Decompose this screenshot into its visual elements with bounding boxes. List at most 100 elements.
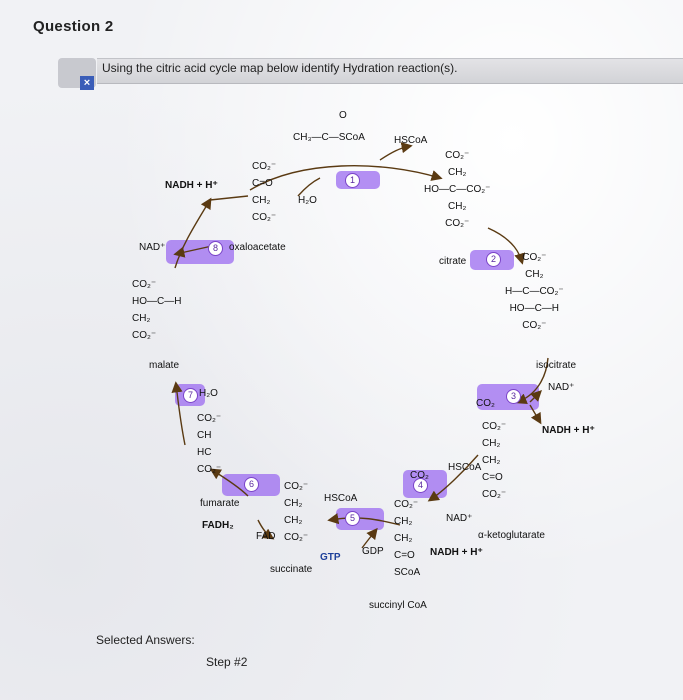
step-1-badge: 1: [345, 173, 360, 188]
step-5-badge: 5: [345, 511, 360, 526]
malate-line: CO₂⁻: [132, 330, 157, 341]
oxaloacetate-line: CH₂: [252, 195, 271, 206]
succinyl-line: CO₂⁻: [394, 499, 419, 510]
fumarate-label: fumarate: [200, 498, 240, 509]
step-6-badge: 6: [244, 477, 259, 492]
fumarate-line: CH: [197, 430, 212, 441]
isocitrate-line: CO₂⁻: [522, 252, 547, 263]
step-8-badge: 8: [208, 241, 223, 256]
question-prompt-bar: [97, 58, 683, 84]
citrate-structure: CO₂⁻ CH₂ HO—C—CO₂⁻ CH₂ CO₂⁻: [424, 147, 490, 232]
gtp: GTP: [320, 552, 341, 563]
succinate-line: CO₂⁻: [284, 481, 309, 492]
arrow-step-4: [427, 454, 479, 502]
succinate-line: CH₂: [284, 515, 303, 526]
isocitrate-line: CO₂⁻: [522, 320, 547, 331]
selected-answer-value: Step #2: [206, 655, 248, 669]
arrow-step-1: [249, 165, 443, 191]
succinyl-line: C=O: [394, 550, 415, 561]
akg-label: α-ketoglutarate: [478, 530, 545, 541]
fumarate-line: CO₂⁻: [197, 464, 222, 475]
arrow-step-2: [487, 227, 526, 265]
step-3-badge: 3: [506, 389, 521, 404]
oxaloacetate-line: CO₂⁻: [252, 212, 277, 223]
nad-step-3: NAD⁺: [548, 382, 575, 393]
akg-line: C=O: [482, 472, 503, 483]
nad-step-8: NAD⁺: [139, 242, 166, 253]
malate-label: malate: [149, 360, 180, 371]
arrow-step-3b: [529, 390, 542, 403]
co2-step-3: CO₂: [476, 398, 495, 409]
akg-structure: CO₂⁻ CH₂ CH₂ C=O CO₂⁻: [482, 418, 506, 503]
nadh-step-8: NADH + H⁺: [165, 180, 218, 191]
akg-line: CO₂⁻: [482, 421, 507, 432]
step-4-badge: 4: [413, 478, 428, 493]
arrow-step-3a: [515, 357, 549, 404]
selected-answers-label: Selected Answers:: [96, 633, 195, 647]
isocitrate-structure: CO₂⁻ CH₂ H—C—CO₂⁻ HO—C—H CO₂⁻: [505, 249, 564, 334]
isocitrate-label: isocitrate: [536, 360, 577, 371]
close-icon[interactable]: ×: [80, 76, 94, 90]
citrate-line: CO₂⁻: [445, 150, 470, 161]
succinate-label: succinate: [270, 564, 313, 575]
arrow-step-8-tail: [209, 195, 249, 201]
citrate-line: CO₂⁻: [445, 218, 470, 229]
arrow-gtp: [361, 527, 378, 549]
arrow-step-5: [327, 513, 401, 526]
fumarate-structure: CO₂⁻ CH HC CO₂⁻: [197, 410, 221, 478]
arrow-h2o-in: [297, 177, 321, 197]
arrow-hscoa-out: [379, 142, 413, 161]
succinyl-line: SCoA: [394, 567, 421, 578]
citrate-line: HO—C—CO₂⁻: [424, 184, 491, 195]
isocitrate-line: H—C—CO₂⁻: [505, 286, 564, 297]
nadh-step-3: NADH + H⁺: [542, 425, 595, 436]
malate-line: HO—C—H: [132, 296, 182, 307]
hscoa-step-5: HSCoA: [324, 493, 358, 504]
nadh-step-4: NADH + H⁺: [430, 547, 483, 558]
malate-structure: CO₂⁻ HO—C—H CH₂ CO₂⁻: [132, 276, 181, 344]
h2o-step-7: H₂O: [199, 388, 218, 399]
oxaloacetate-line: C=O: [252, 178, 273, 189]
citrate-line: CH₂: [448, 167, 467, 178]
arrow-fad: [257, 519, 275, 540]
succinate-line: CH₂: [284, 498, 303, 509]
acetyl-coa: CH₃—C—SCoA: [293, 132, 365, 143]
hscoa-step-1: HSCoA: [394, 135, 428, 146]
akg-line: CO₂⁻: [482, 489, 507, 500]
arrow-step-3c: [529, 404, 542, 425]
citrate-label: citrate: [439, 256, 467, 267]
co2-step-4: CO₂: [410, 470, 429, 481]
succinyl-line: CH₂: [394, 533, 413, 544]
gdp: GDP: [362, 546, 384, 557]
succinyl-coa-label: succinyl CoA: [369, 600, 427, 611]
akg-line: CH₂: [482, 455, 501, 466]
succinyl-line: CH₂: [394, 516, 413, 527]
isocitrate-line: HO—C—H: [509, 303, 560, 314]
step-7-badge: 7: [183, 388, 198, 403]
h2o-step-1: H₂O: [298, 195, 317, 206]
fad: FAD: [256, 531, 276, 542]
citrate-line: CH₂: [448, 201, 467, 212]
malate-line: CO₂⁻: [132, 279, 157, 290]
oxaloacetate-line: CO₂⁻: [252, 161, 277, 172]
acetyl-carbonyl-o: O: [339, 110, 347, 121]
oxaloacetate-label: oxaloacetate: [229, 242, 286, 253]
succinyl-coa-structure: CO₂⁻ CH₂ CH₂ C=O SCoA: [394, 496, 420, 581]
succinate-structure: CO₂⁻ CH₂ CH₂ CO₂⁻: [284, 478, 308, 546]
fadh2: FADH₂: [202, 520, 234, 531]
fumarate-line: CO₂⁻: [197, 413, 222, 424]
question-title: Question 2: [33, 18, 114, 35]
arrow-step-6: [209, 468, 249, 497]
akg-line: CH₂: [482, 438, 501, 449]
nad-step-4: NAD⁺: [446, 513, 473, 524]
arrow-step-7: [171, 381, 186, 446]
arrow-step-8: [174, 197, 212, 269]
question-prompt: Using the citric acid cycle map below id…: [102, 61, 458, 75]
hscoa-step-4: HSCoA: [448, 462, 482, 473]
oxaloacetate-structure: CO₂⁻ C=O CH₂ CO₂⁻: [252, 158, 276, 226]
step-2-badge: 2: [486, 252, 501, 267]
arrow-nad-in: [173, 245, 213, 258]
fumarate-line: HC: [197, 447, 212, 458]
